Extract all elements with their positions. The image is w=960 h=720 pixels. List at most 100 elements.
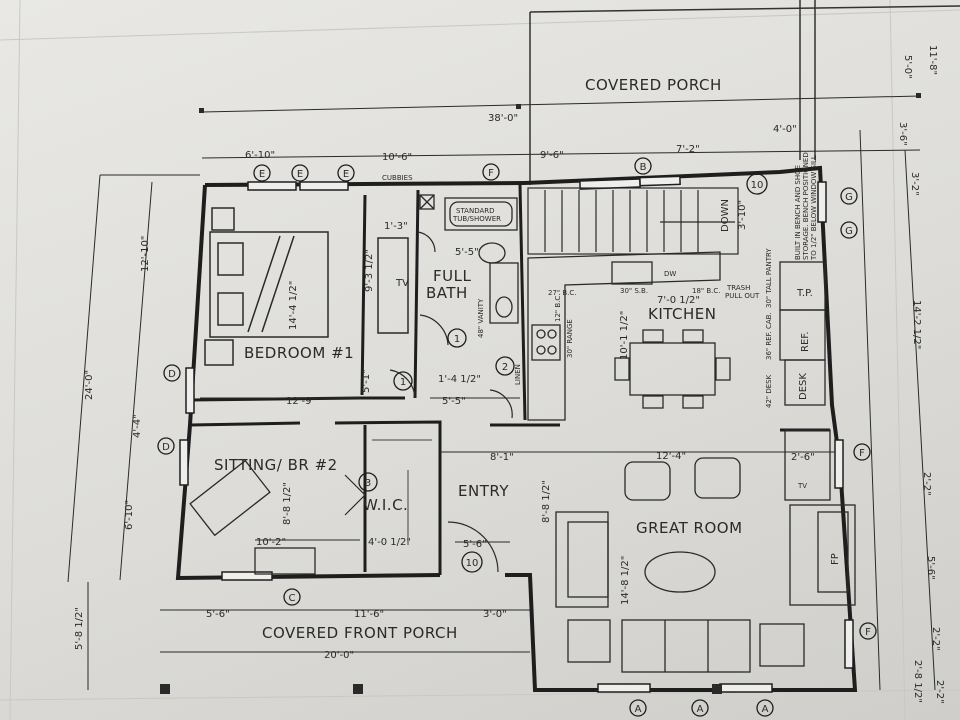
dim-5-1: 5'-1" (361, 369, 372, 393)
bed (204, 207, 409, 366)
stairs (527, 187, 739, 255)
tag-10a: 10 (751, 180, 764, 191)
tag-d2: D (162, 442, 170, 453)
dim-2-2b: 2'-2" (930, 627, 941, 651)
dim-14-4: 14'-4 1/2" (288, 281, 299, 330)
tag-e2: E (297, 169, 303, 180)
down-label: DOWN (720, 199, 731, 232)
bench2-label: STORAGE. BENCH POSITIONED (802, 152, 810, 260)
tag-c: C (289, 593, 296, 604)
sb-label: 30" S.B. (620, 287, 648, 295)
dim-11-8: 11'-8" (927, 45, 938, 75)
dim-2-6: 2'-6" (791, 452, 815, 463)
range-label: 30" RANGE (566, 319, 574, 358)
tag-d1: D (168, 369, 176, 380)
tv-label: TV (395, 278, 409, 289)
sitting-label: SITTING/ BR #2 (214, 456, 338, 474)
tag-f1: F (488, 168, 494, 179)
kitchen-counters (527, 251, 826, 421)
dim-3-2: 3'-2" (909, 172, 920, 196)
dim-12-9: 12'-9" (286, 396, 316, 407)
rear-porch-outline (529, 0, 960, 185)
bench-label: BUILT IN BENCH AND SHOE (794, 165, 802, 260)
tag-g2: G (845, 226, 853, 237)
tag-10b: 10 (466, 558, 479, 569)
tag-bubbles (157, 157, 877, 717)
dim-2-2c: 2'-2" (934, 680, 945, 704)
dim-1-3: 1'-3" (384, 221, 408, 232)
desk42-label: 42" DESK (765, 374, 773, 408)
ref-label: REF. (800, 331, 811, 352)
cubbies-label: CUBBIES (382, 174, 413, 182)
dim-3-6: 3'-6" (897, 122, 908, 146)
dim-3-0: 3'-0" (483, 609, 507, 620)
tv-great-label: TV (797, 482, 807, 490)
dim-14-8: 14'-8 1/2" (620, 556, 631, 605)
dim-20-0: 20'-0" (324, 650, 354, 661)
standard-label: STANDARD (456, 207, 495, 215)
entry-label: ENTRY (458, 482, 509, 500)
ref-cab-label: 36" REF. CAB. (765, 312, 773, 360)
interior-walls (189, 184, 830, 577)
dim-38-0: 38'-0" (488, 113, 518, 124)
front-porch-label: COVERED FRONT PORCH (262, 624, 458, 642)
dim-4-0: 4'-0" (773, 124, 797, 135)
dim-7-2: 7'-2" (676, 144, 700, 155)
great-room-label: GREAT ROOM (636, 519, 743, 537)
kitchen-label: KITCHEN (648, 305, 717, 323)
great-room-furniture (189, 429, 856, 673)
dim-6-10b: 6'-10" (124, 500, 135, 530)
dim-8-8b: 8'-8 1/2" (541, 480, 552, 523)
tag-b: B (640, 162, 647, 173)
dim-9-3: 9'-3 1/2" (364, 249, 375, 292)
trash-label: TRASH (726, 284, 750, 292)
tag-e3: E (343, 169, 349, 180)
tag-a3: A (762, 704, 769, 715)
tag-2: 2 (502, 362, 508, 373)
tall-pantry-label: 30" TALL PANTRY (765, 248, 773, 308)
dim-2-2: 2'-2" (921, 472, 932, 496)
tag-a1: A (635, 704, 642, 715)
tag-3: 3 (365, 478, 371, 489)
dim-3-10: 3'-10" (737, 200, 748, 230)
dim-5-0: 5'-0" (902, 55, 913, 79)
dim-10-6: 10'-6" (382, 152, 412, 163)
dim-8-1: 8'-1" (490, 452, 514, 463)
exterior-walls (175, 165, 858, 692)
bedroom1-label: BEDROOM #1 (244, 344, 354, 362)
dimension-ticks (160, 93, 921, 694)
bc27-label: 27" B.C. (548, 289, 577, 297)
dim-1-4: 1'-4 1/2" (438, 374, 481, 385)
closet-rods (372, 439, 432, 545)
wic-label: W.I.C. (363, 496, 408, 514)
tub-shower-label: TUB/SHOWER (452, 215, 501, 223)
windows (179, 175, 854, 693)
dim-5-6c: 5'-6" (206, 609, 230, 620)
desk-label: DESK (798, 373, 809, 400)
tag-1b: 1 (400, 377, 406, 388)
dim-5-6b: 5'-6" (925, 556, 936, 580)
pull-out-label: PULL OUT (725, 292, 760, 300)
tag-g1: G (845, 192, 853, 203)
dim-24-0: 24'-0" (84, 370, 95, 400)
bc18-label: 18" B.C. (692, 287, 721, 295)
dim-12-10: 12'-10" (140, 236, 151, 272)
tp-label: T.P. (796, 288, 813, 299)
dim-9-6: 9'-6" (540, 150, 564, 161)
dim-8-8: 8'-8 1/2" (282, 482, 293, 525)
full-label: FULL (433, 267, 471, 285)
tag-1a: 1 (454, 334, 460, 345)
dim-10-2: 10'-2" (256, 537, 286, 548)
bath-fixtures (419, 194, 519, 324)
vanity-label: 48" VANITY (477, 298, 485, 338)
dim-4-4: 4'-4" (132, 414, 143, 438)
bc12-label: 12" B.C. (554, 294, 562, 323)
dim-12-4: 12'-4" (656, 451, 686, 462)
covered-porch-label: COVERED PORCH (585, 76, 722, 94)
door-swings (344, 231, 513, 573)
tag-f2: F (859, 448, 865, 459)
tag-f3: F (865, 627, 871, 638)
fp-label: FP (830, 553, 841, 565)
